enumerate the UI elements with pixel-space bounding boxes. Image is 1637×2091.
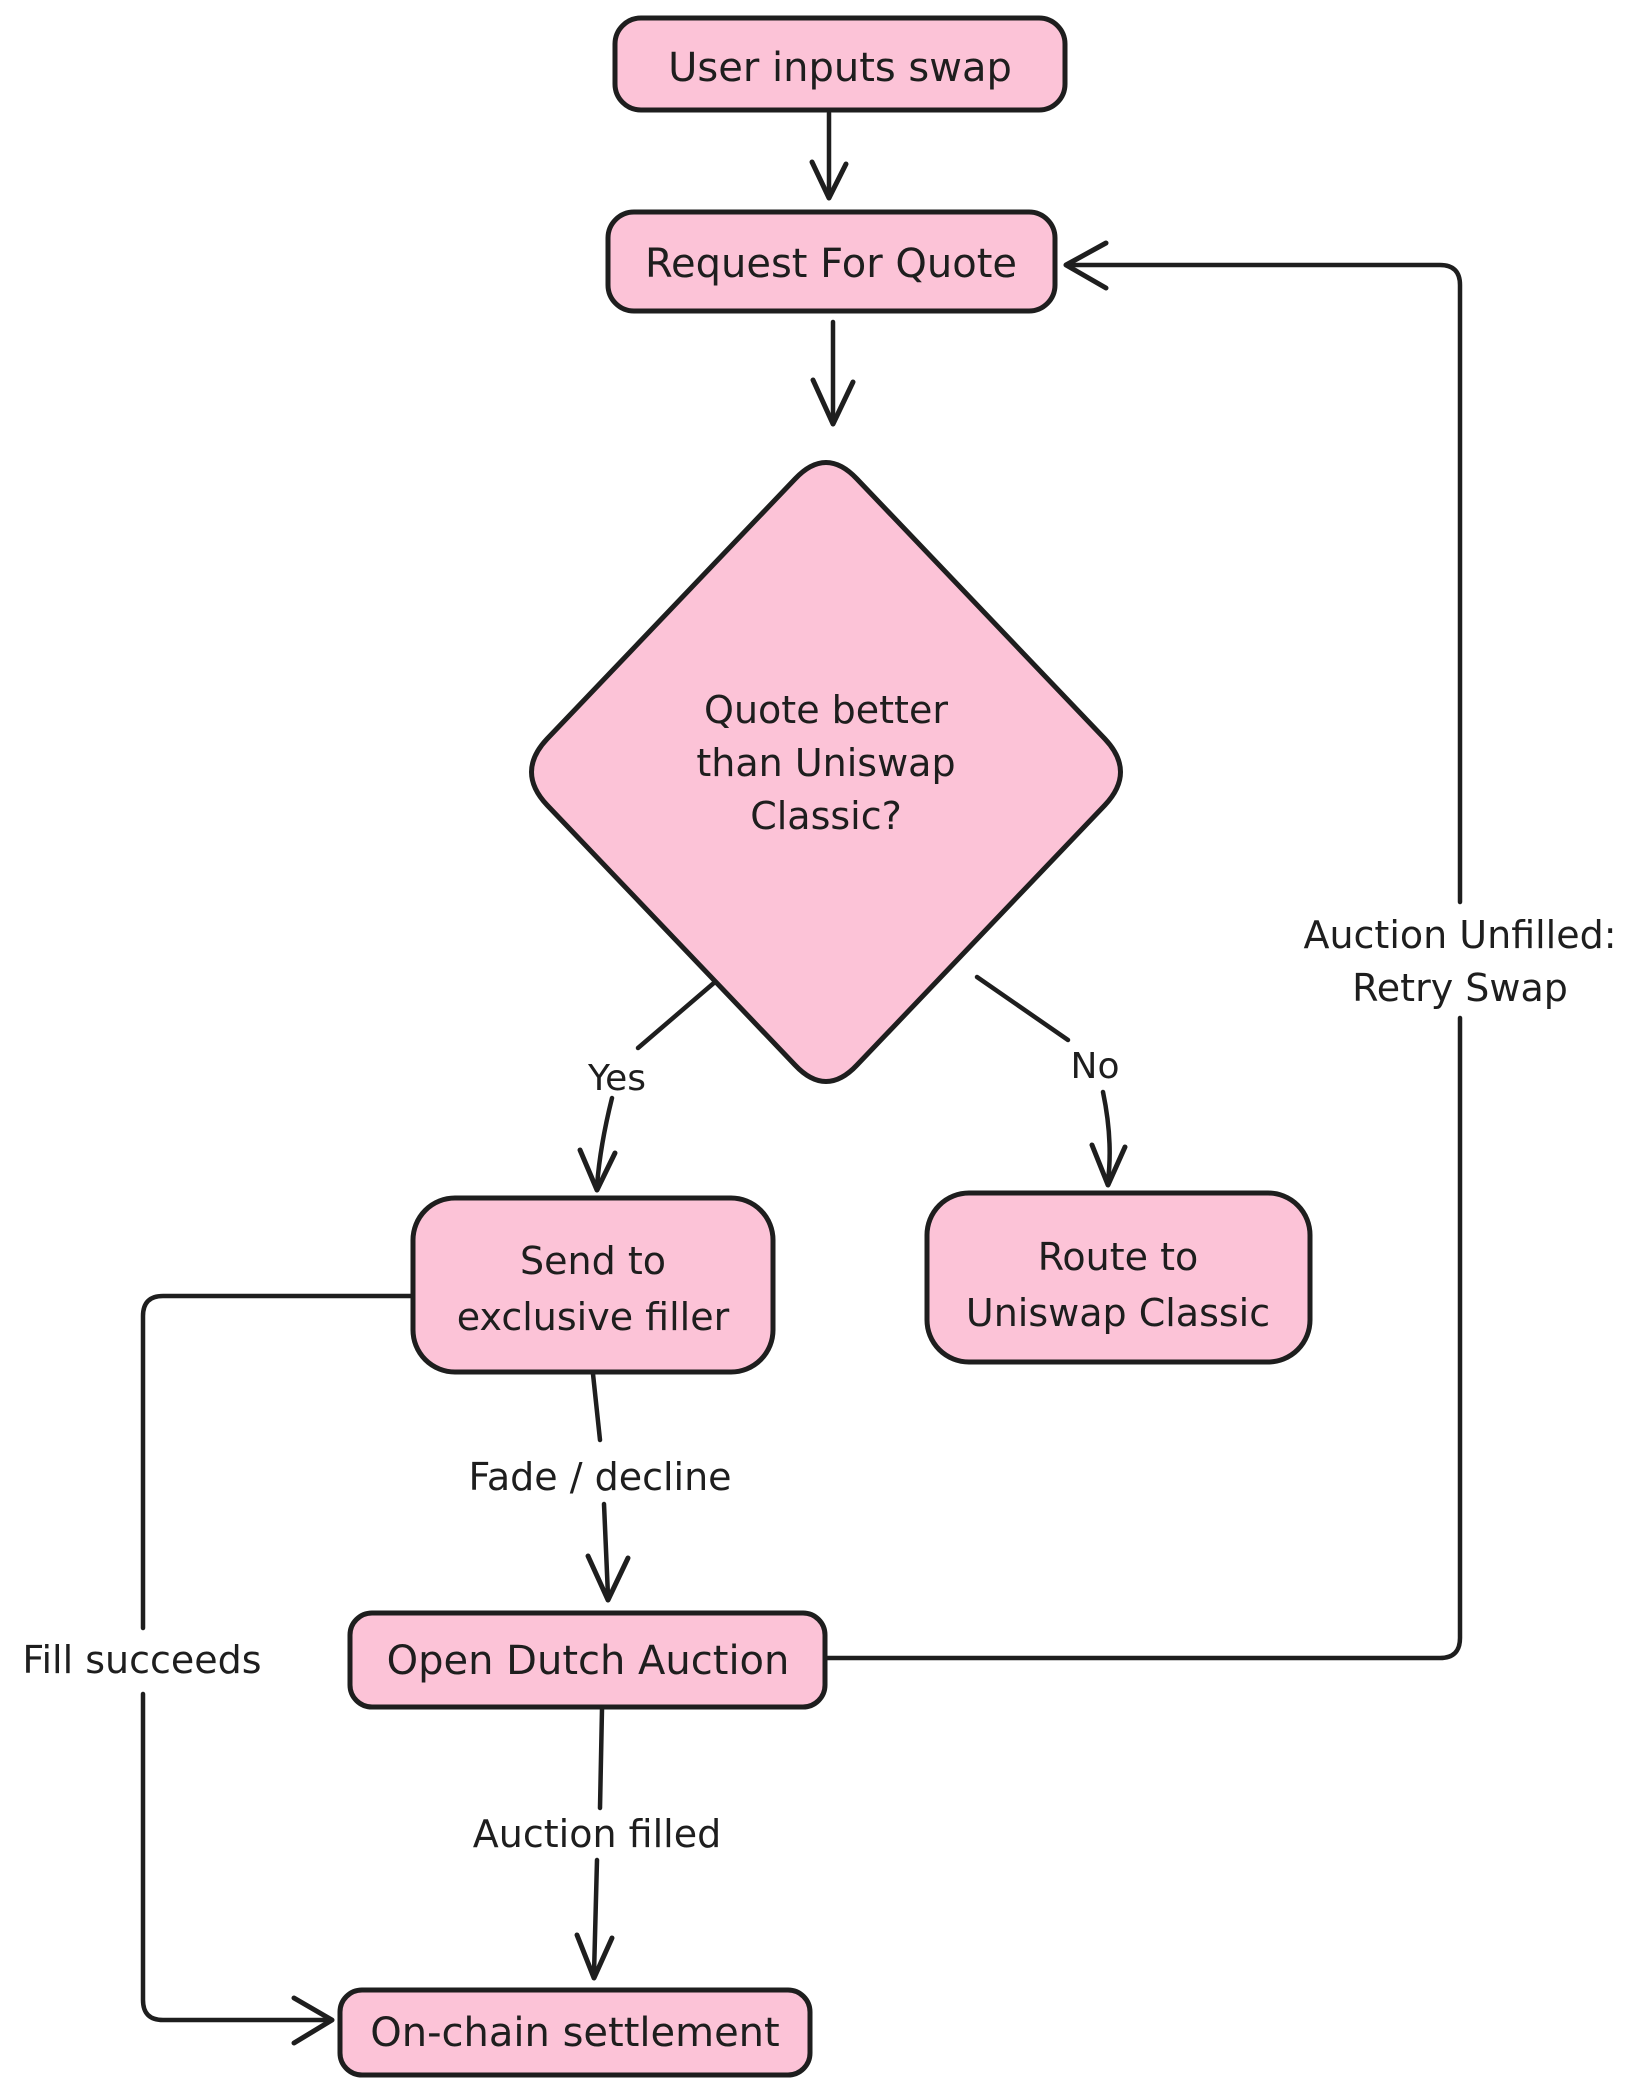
node-send-to-exclusive-filler-line2: exclusive filler <box>457 1295 730 1339</box>
edge-label-auction-unfilled-line2: Retry Swap <box>1352 966 1568 1010</box>
node-on-chain-settlement: On-chain settlement <box>337 1987 813 2078</box>
edge-retry-loop <box>824 240 1463 1661</box>
edge-fade-lower-line <box>601 1501 611 1599</box>
node-quote-better-decision-shape <box>529 460 1123 1084</box>
edge-no-lower-line <box>1100 1089 1112 1184</box>
node-quote-better-decision: Quote better than Uniswap Classic? <box>529 460 1123 1084</box>
edge-label-no: No <box>1071 1046 1120 1087</box>
node-send-to-exclusive-filler-line1: Send to <box>520 1239 666 1283</box>
node-send-to-exclusive-filler-shape <box>410 1195 776 1375</box>
node-on-chain-settlement-label: On-chain settlement <box>370 2010 779 2056</box>
edge-fill-succeeds-line-top <box>140 1293 414 1631</box>
node-send-to-exclusive-filler: Send to exclusive filler <box>410 1195 776 1375</box>
node-quote-better-decision-line2: than Uniswap <box>696 741 955 785</box>
edge-yes-arrowhead <box>577 1147 618 1193</box>
edge-label-yes: Yes <box>587 1058 646 1099</box>
node-route-to-uniswap-classic-shape <box>924 1190 1313 1365</box>
edge-label-fill-succeeds: Fill succeeds <box>22 1638 261 1682</box>
node-request-for-quote-shape <box>605 209 1058 314</box>
node-route-to-uniswap-classic-line1: Route to <box>1038 1235 1199 1279</box>
edge-no-arrowhead <box>1089 1142 1128 1188</box>
node-user-inputs-swap-shape <box>612 15 1068 113</box>
edge-auction-filled-upper-line <box>597 1706 605 1811</box>
edge-fill-succeeds-arrowhead <box>291 1995 335 2046</box>
node-user-inputs-swap-label: User inputs swap <box>668 45 1012 91</box>
edge-fade-arrowhead <box>585 1553 631 1603</box>
node-open-dutch-auction-shape <box>347 1610 828 1710</box>
node-user-inputs-swap: User inputs swap <box>612 15 1068 113</box>
edge-label-auction-filled: Auction filled <box>473 1812 721 1856</box>
edge-label-auction-unfilled-line1: Auction Unfilled: <box>1303 913 1616 957</box>
edge-label-auction-unfilled: Auction Unfilled: Retry Swap <box>1303 913 1616 1010</box>
edge-fill-succeeds <box>140 1293 414 2046</box>
edge-user-to-rfq-arrowhead <box>809 159 849 201</box>
node-on-chain-settlement-shape <box>337 1987 813 2078</box>
edge-yes-lower-line <box>594 1095 615 1189</box>
node-route-to-uniswap-classic: Route to Uniswap Classic <box>924 1190 1313 1365</box>
edge-label-fade-decline: Fade / decline <box>468 1455 731 1499</box>
edge-no-upper-line <box>974 974 1071 1043</box>
node-quote-better-decision-line3: Classic? <box>750 794 902 838</box>
edge-auction-filled <box>574 1706 615 1981</box>
node-request-for-quote-label: Request For Quote <box>645 241 1017 287</box>
edge-fade-decline <box>585 1371 631 1603</box>
edge-no-branch <box>974 974 1128 1188</box>
edge-auction-filled-lower-line <box>591 1857 600 1977</box>
edge-rfq-to-decision-arrowhead <box>810 377 856 427</box>
edge-yes-upper-line <box>635 979 718 1051</box>
node-quote-better-decision-line1: Quote better <box>704 688 948 732</box>
edge-user-to-rfq <box>809 110 849 201</box>
edge-yes-branch <box>577 979 718 1193</box>
edge-retry-line-top <box>1069 262 1463 905</box>
node-request-for-quote: Request For Quote <box>605 209 1058 314</box>
edge-fade-upper-line <box>590 1371 603 1443</box>
node-open-dutch-auction: Open Dutch Auction <box>347 1610 828 1710</box>
edge-rfq-to-decision <box>810 319 856 427</box>
edge-retry-line-bottom <box>824 1015 1463 1661</box>
node-open-dutch-auction-label: Open Dutch Auction <box>387 1638 790 1684</box>
edge-retry-arrowhead <box>1063 240 1109 291</box>
edge-fill-succeeds-line-bottom <box>140 1691 331 2023</box>
node-route-to-uniswap-classic-line2: Uniswap Classic <box>966 1291 1270 1335</box>
edge-auction-filled-arrowhead <box>574 1932 615 1981</box>
